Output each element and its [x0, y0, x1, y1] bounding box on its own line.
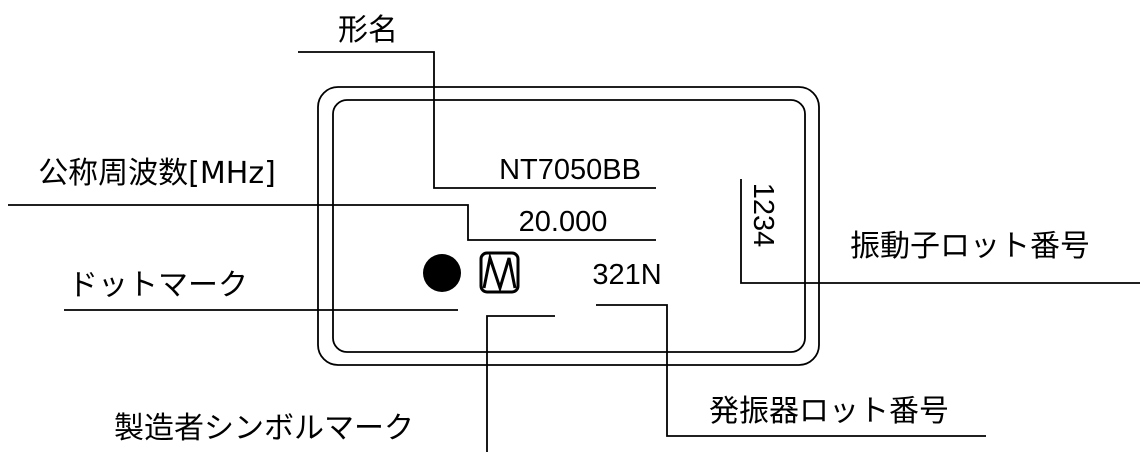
resonator-lot-leader	[740, 179, 1140, 284]
nominal-frequency-leader	[8, 204, 656, 241]
resonator-lot-marking: 1234	[747, 183, 779, 248]
boxed-waveform-symbol-icon	[479, 251, 520, 294]
model-name-label: 形名	[338, 13, 398, 48]
frequency-marking: 20.000	[519, 206, 608, 238]
package-inner-outline	[332, 99, 806, 353]
model-name-leader	[298, 51, 656, 189]
manufacturer-symbol-label: 製造者シンボルマーク	[114, 411, 414, 446]
oscillator-lot-label: 発振器ロット番号	[709, 394, 949, 429]
oscillator-lot-leader	[596, 304, 986, 437]
resonator-lot-label: 振動子ロット番号	[850, 229, 1090, 264]
dot-mark-label: ドットマーク	[68, 268, 248, 303]
model-marking: NT7050BB	[499, 154, 641, 186]
manufacturer-symbol-leader	[486, 315, 555, 452]
oscillator-lot-marking: 321N	[592, 259, 661, 291]
package-outer-outline	[317, 86, 820, 366]
filled-circle-dot-icon	[423, 254, 461, 292]
nominal-frequency-label: 公称周波数[MHz]	[38, 156, 276, 191]
